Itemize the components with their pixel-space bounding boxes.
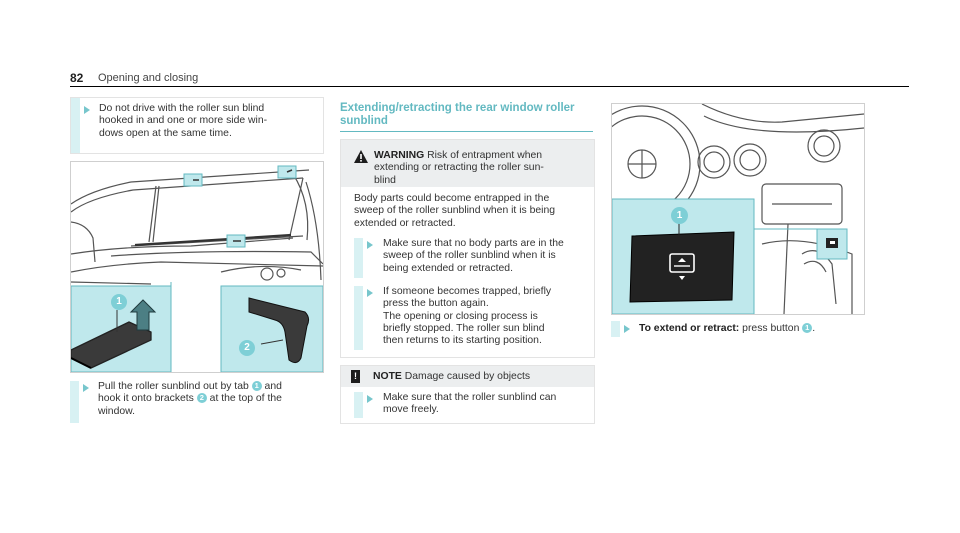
callout-1-ref: 1 [802,323,813,333]
pull-instruction: Pull the roller sunblind out by tab 1 an… [70,381,322,423]
text-line: then returns to its starting position. [383,335,542,347]
bullet-arrow-icon [367,241,373,249]
text-line: dows open at the same time. [99,127,232,139]
rear-window-drawing [71,162,323,372]
text-fragment: and [264,381,282,392]
text-line: Pull the roller sunblind out by tab 1 an… [98,381,322,393]
warning-bullet-1: Make sure that no body parts are in the … [383,238,591,275]
note-bullet: Make sure that the roller sunblind can m… [383,392,591,417]
page-header-title: Opening and closing [98,72,199,84]
bullet-bar [354,286,363,350]
text-line: WARNING Risk of entrapment when [374,150,584,162]
text-fragment: . [812,323,816,334]
heading-line: Extending/retracting the rear window rol… [340,102,575,114]
text-fragment: hook it onto brackets [98,393,194,405]
text-fragment: Pull the roller sunblind out by tab [98,381,249,392]
driving-caution-text: Do not drive with the roller sun blind h… [99,103,319,140]
callout-2: 2 [239,340,255,356]
warning-bullet-2: If someone becomes trapped, briefly pres… [383,286,591,347]
exclamation-icon: ! [351,370,360,383]
callout-1: 1 [111,294,127,310]
text-line: being extended or retracted. [383,262,513,274]
extend-retract-text: To extend or retract: press button 1. [639,323,863,335]
callout-1: 1 [671,207,688,224]
warning-title: WARNING Risk of entrapment when extendin… [374,150,584,187]
bullet-arrow-icon [367,395,373,403]
text-line: extended or retracted. [354,217,456,229]
warning-triangle-icon [354,150,368,163]
callout-2-ref: 2 [196,393,207,404]
bullet-bar [611,321,620,337]
text-line: extending or retracting the roller sun- [374,162,544,174]
pull-instruction-text: Pull the roller sunblind out by tab 1 an… [98,381,322,418]
bullet-arrow-icon [624,325,630,333]
bullet-arrow-icon [367,289,373,297]
text-line: blind [374,174,396,186]
note-label: NOTE [373,371,402,382]
cockpit-illustration: 1 [611,103,865,315]
text-line: briefly stopped. The roller sun blind [383,322,545,334]
bullet-bar [354,392,363,418]
text-line: If someone becomes trapped, briefly [383,286,552,297]
page-number: 82 [70,71,84,85]
text-line: Make sure that the roller sunblind can [383,392,557,403]
warning-box: WARNING Risk of entrapment when extendin… [340,139,595,358]
note-box: ! NOTE Damage caused by objects Make sur… [340,365,595,424]
bullet-arrow-icon [84,106,90,114]
text-line: press the button again. [383,298,489,310]
text-line: hooked in and one or more side win- [99,115,268,127]
text-line: window. [98,405,135,417]
center-console-drawing [612,104,864,314]
text-line: move freely. [383,404,439,416]
warning-body: Body parts could become entrapped in the… [354,193,589,230]
section-heading: Extending/retracting the rear window rol… [340,102,590,128]
bullet-bar [71,98,80,153]
bullet-arrow-icon [83,384,89,392]
warning-header [341,140,594,187]
text-line: sweep of the roller sunblind when it is [383,250,556,262]
instruction-keyword: To extend or retract: [639,323,740,334]
section-rule [340,131,593,132]
text-line: hook it onto brackets 2 at the top of th… [98,393,322,405]
text-fragment: Damage caused by objects [404,371,531,382]
sunblind-illustration: 1 2 [70,161,324,373]
text-line: Make sure that no body parts are in the [383,238,564,249]
heading-line: sunblind [340,115,388,127]
note-header [341,366,594,387]
text-line: Body parts could become entrapped in the [354,193,550,204]
note-title: NOTE Damage caused by objects [373,371,530,382]
text-line: The opening or closing process is [383,310,538,322]
driving-caution-box: Do not drive with the roller sun blind h… [70,97,324,154]
extend-retract-instruction: To extend or retract: press button 1. [611,321,863,337]
bullet-bar [70,381,79,423]
header-rule [70,86,909,87]
text-line: sweep of the roller sunblind when it is … [354,205,556,217]
text-fragment: Risk of entrapment when [427,150,543,161]
callout-1-ref: 1 [251,381,262,391]
warning-label: WARNING [374,150,425,161]
text-fragment: press button [742,323,800,334]
text-line: Do not drive with the roller sun blind [99,103,265,114]
text-fragment: at the top of the [209,393,282,405]
bullet-bar [354,238,363,278]
